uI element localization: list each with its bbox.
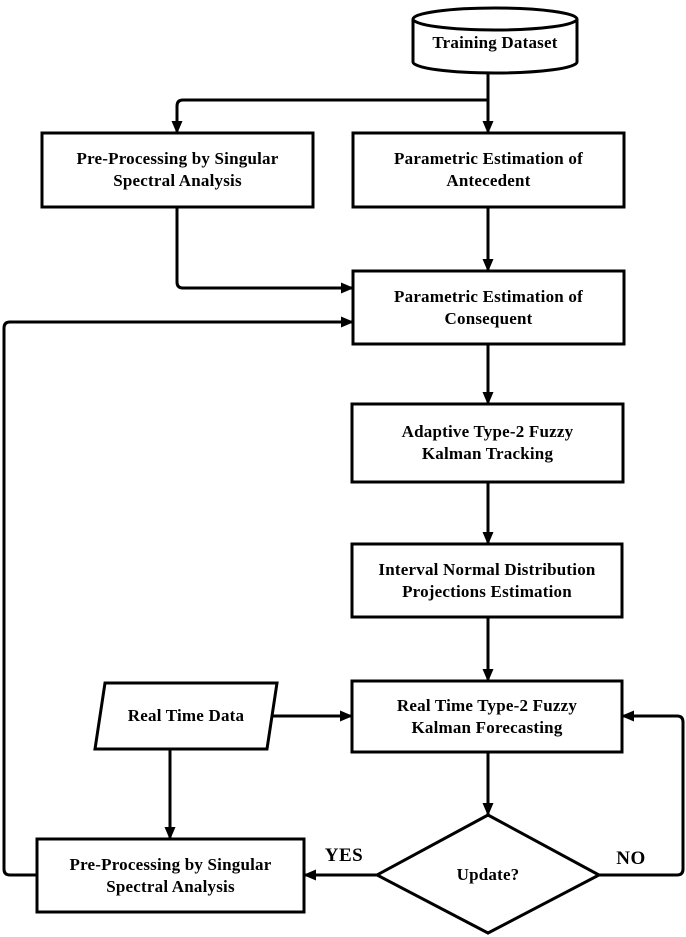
antecedent-estimation-box — [351, 131, 626, 209]
real-time-data-parallelogram — [93, 681, 279, 751]
projections-estimation-box — [350, 542, 624, 619]
edge-dataset-to-preprocessing — [171, 98, 488, 134]
training-dataset-cylinder — [411, 6, 579, 75]
cylinder-body — [411, 19, 579, 75]
preprocessing-training-box — [40, 131, 315, 209]
consequent-estimation-box — [351, 269, 626, 346]
preprocessing-realtime-box — [35, 837, 306, 914]
yes-branch-label: YES — [324, 845, 364, 866]
update-decision-diamond — [373, 813, 603, 935]
kalman-tracking-box — [350, 402, 625, 484]
no-branch-label: NO — [616, 848, 646, 869]
edge-decision-no-to-forecasting — [599, 710, 685, 877]
edge-feedback-to-consequent — [2, 316, 354, 877]
cylinder-top — [411, 6, 579, 32]
kalman-forecasting-box — [350, 679, 624, 754]
edge-preprocessing-to-consequent — [175, 207, 354, 294]
